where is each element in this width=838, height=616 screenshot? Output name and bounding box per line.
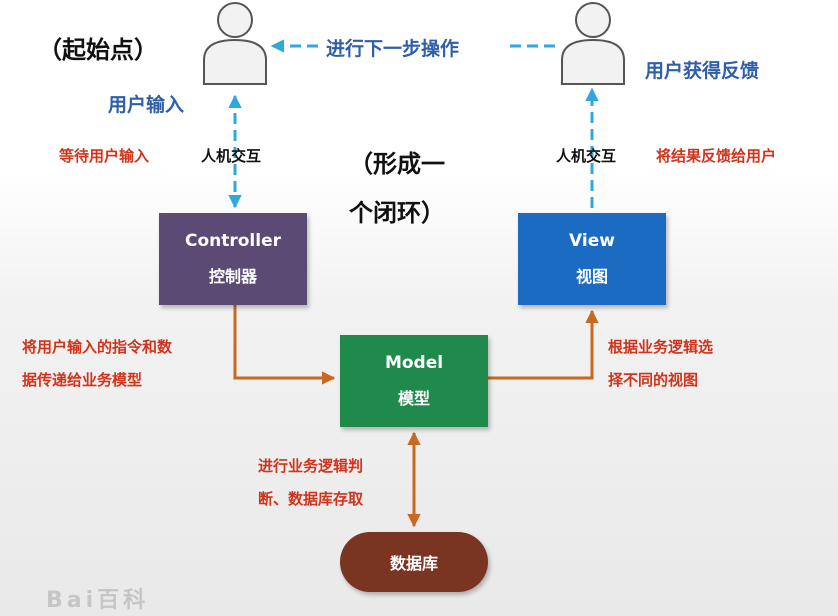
- model-title: Model: [384, 353, 444, 373]
- view-box: View 视图: [518, 213, 666, 305]
- database-node: 数据库: [340, 532, 488, 592]
- view-title: View: [569, 231, 615, 251]
- user-feedback-label: 用户获得反馈: [645, 60, 760, 82]
- ctrl-to-model-label-line2: 据传递给业务模型: [22, 371, 143, 389]
- controller-to-model-arrow: [233, 305, 336, 385]
- model-to-view-label-line2: 择不同的视图: [608, 371, 699, 389]
- loop-label-line1: （形成一: [349, 150, 445, 178]
- user-icon-left: [203, 2, 267, 85]
- view-subtitle: 视图: [575, 267, 608, 286]
- user-input-label: 用户输入: [108, 94, 185, 116]
- feedback-to-user-label: 将结果反馈给用户: [656, 147, 777, 165]
- hci-right-label: 人机交互: [556, 147, 617, 165]
- start-label: （起始点）: [38, 36, 158, 64]
- model-to-view-label-line1: 根据业务逻辑选: [608, 338, 714, 356]
- hci-left-label: 人机交互: [201, 147, 262, 165]
- model-db-label-line1: 进行业务逻辑判: [258, 457, 364, 475]
- model-db-label-line2: 断、数据库存取: [258, 490, 364, 508]
- loop-label-line2: 个闭环）: [349, 199, 445, 227]
- controller-subtitle: 控制器: [208, 267, 257, 286]
- model-to-view-arrow: [488, 309, 599, 380]
- model-subtitle: 模型: [397, 389, 430, 408]
- controller-box: Controller 控制器: [159, 213, 307, 305]
- wait-input-label: 等待用户输入: [59, 147, 150, 165]
- model-box: Model 模型: [340, 335, 488, 427]
- user-icon-right: [561, 2, 625, 85]
- ctrl-to-model-label-line1: 将用户输入的指令和数: [22, 338, 173, 356]
- watermark: Bai百科: [46, 588, 150, 613]
- controller-title: Controller: [184, 231, 281, 251]
- next-step-label: 进行下一步操作: [326, 38, 460, 60]
